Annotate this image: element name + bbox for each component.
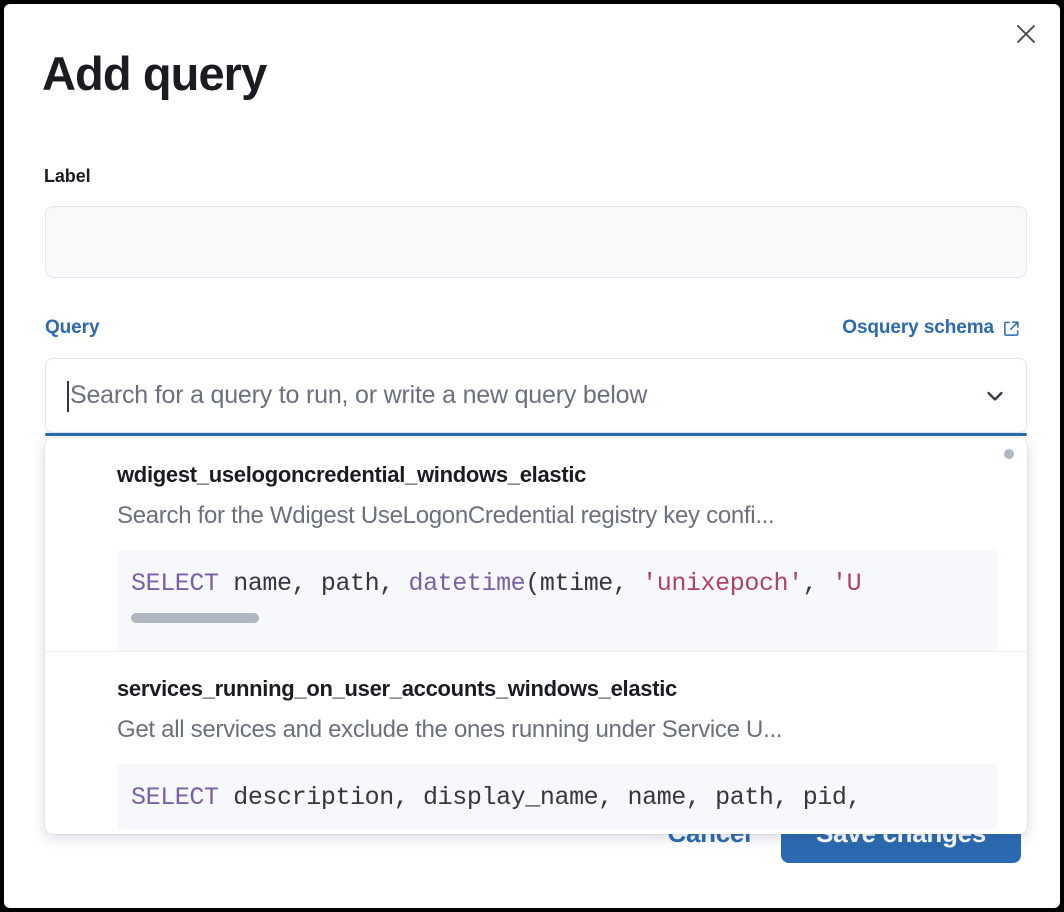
page-title: Add query [42,47,267,100]
query-suggestions-popover: wdigest_uselogoncredential_windows_elast… [45,438,1027,834]
osquery-schema-link-label: Osquery schema [842,317,994,338]
combobox-focus-underline [45,433,1027,436]
query-suggestions-list: wdigest_uselogoncredential_windows_elast… [45,438,1027,830]
sql-token-keyword: SELECT [131,783,219,813]
sql-code-line: SELECT description, display_name, name, … [117,782,997,813]
query-combobox[interactable]: Search for a query to run, or write a ne… [45,358,1027,433]
label-field-label: Label [44,166,91,186]
sql-horizontal-scrollbar[interactable] [117,599,997,651]
sql-code-line: SELECT name, path, datetime(mtime, 'unix… [117,568,997,599]
text-cursor [67,381,69,412]
sql-token-plain: (mtime, [525,569,643,598]
query-combobox-placeholder: Search for a query to run, or write a ne… [70,381,648,409]
sql-token-plain: , [802,569,832,598]
query-suggestion-description: Get all services and exclude the ones ru… [117,716,783,744]
popover-scrollbar-thumb[interactable] [1004,449,1014,459]
sql-token-plain: description, display_name, name, path, p… [218,783,862,813]
sql-token-plain: name, path, [218,569,409,598]
query-suggestion-option[interactable]: services_running_on_user_accounts_window… [45,651,1027,830]
query-field-legend: Query [45,317,100,338]
sql-token-string: 'unixepoch' [642,569,803,598]
query-suggestion-title: wdigest_uselogoncredential_windows_elast… [117,462,587,487]
sql-code-padding [117,814,997,830]
query-suggestion-title: services_running_on_user_accounts_window… [117,676,677,702]
query-suggestion-option[interactable]: wdigest_uselogoncredential_windows_elast… [45,438,1027,652]
query-suggestion-sql-block: SELECT name, path, datetime(mtime, 'unix… [117,550,997,652]
close-icon-button[interactable] [1006,14,1046,54]
osquery-schema-link[interactable]: Osquery schema [842,317,1021,339]
chevron-down-icon[interactable] [982,383,1008,409]
label-input[interactable] [45,206,1027,278]
query-suggestion-sql-block: SELECT description, display_name, name, … [117,764,997,830]
sql-token-keyword: SELECT [131,569,219,598]
add-query-modal: Add query Label Query Osquery schema Sea… [4,4,1060,908]
sql-token-string: 'U [831,569,862,598]
query-suggestion-description: Search for the Wdigest UseLogonCredentia… [117,502,775,529]
close-icon [1015,23,1037,45]
query-combobox-wrapper: Search for a query to run, or write a ne… [45,358,1027,436]
sql-token-keyword: datetime [408,569,526,598]
sql-scrollbar-thumb[interactable] [131,613,259,624]
external-link-icon [1002,318,1021,338]
